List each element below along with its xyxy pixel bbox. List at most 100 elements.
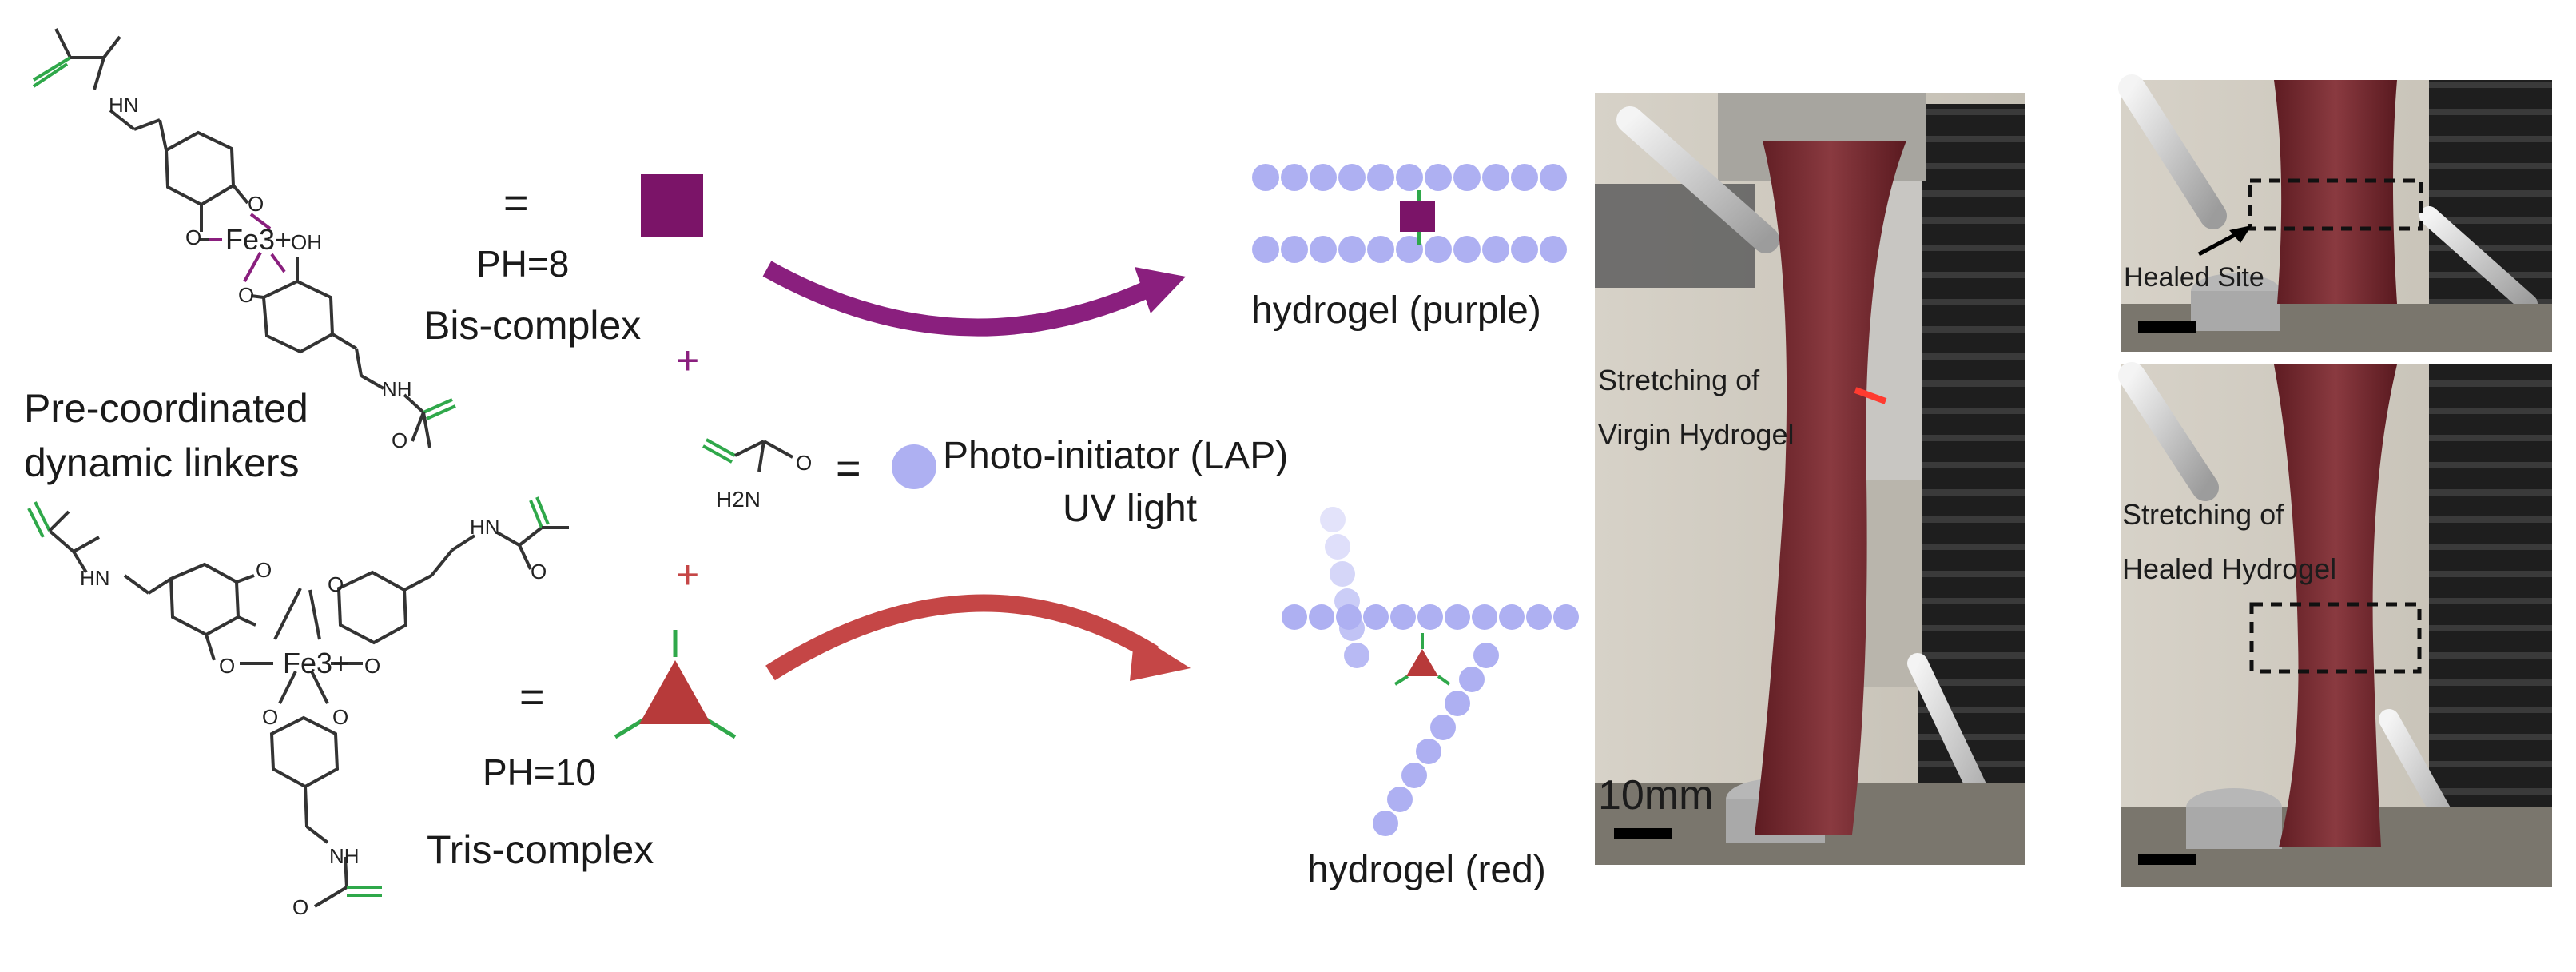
purple-hydrogel-network: [1252, 164, 1567, 263]
tris-complex-molecule: [27, 496, 569, 908]
virgin-hydrogel-photo: [1595, 93, 2025, 865]
o-label-acrylamide: O: [796, 451, 812, 475]
plus-sign-bottom: +: [676, 552, 699, 597]
scale-label: 10mm: [1598, 772, 1713, 819]
hn-label-right: HN: [470, 515, 500, 539]
hn-label-left: HN: [80, 566, 110, 590]
co-bond: [102, 35, 121, 59]
bead-chain-bottom: [1482, 236, 1509, 263]
bead-chain-diagonal: [1473, 643, 1499, 668]
o-label-t2: O: [219, 654, 235, 678]
o-label-t6: O: [332, 705, 348, 729]
bead-chain-top: [1425, 164, 1452, 191]
bead-chain-faded: [1320, 507, 1346, 532]
bead-chain-top: [1453, 164, 1481, 191]
acrylamide-molecule: [702, 438, 793, 472]
bead-chain-top: [1281, 164, 1308, 191]
healed-site-box: [2248, 178, 2423, 231]
monomer-bead: [892, 444, 936, 489]
bead-chain-horizontal: [1553, 604, 1579, 630]
bead-chain-top: [1511, 164, 1538, 191]
scale-bar-2: [2138, 321, 2196, 333]
fe-label-top: Fe3+: [225, 223, 292, 256]
bis-complex-label: Bis-complex: [423, 303, 641, 348]
healed-label-line1: Stretching of: [2122, 498, 2284, 531]
bead-chain-horizontal: [1526, 604, 1552, 630]
h2n-label: H2N: [716, 487, 761, 512]
bead-chain-horizontal: [1309, 604, 1334, 630]
catechol-ring-bottom: [261, 279, 335, 354]
bead-chain-diagonal: [1459, 667, 1485, 692]
bead-chain-horizontal: [1363, 604, 1389, 630]
tris-ring-right: [336, 570, 408, 645]
bead-chain-horizontal: [1390, 604, 1416, 630]
bead-chain-bottom: [1252, 236, 1279, 263]
bead-chain-faded: [1325, 534, 1350, 560]
healed-region-box: [2249, 602, 2422, 674]
o-label-t3: O: [328, 572, 344, 596]
bead-chain-bottom: [1281, 236, 1308, 263]
bead-chain-horizontal: [1417, 604, 1443, 630]
bead-chain-top: [1482, 164, 1509, 191]
bis-ph-label: PH=8: [476, 243, 569, 285]
bis-complex-atom-labels: HN O O Fe3+ OH O NH O: [109, 93, 412, 452]
bead-chain-horizontal: [1336, 604, 1362, 630]
healed-site-photo: [2118, 74, 2552, 352]
vinyl-bond-green: [32, 56, 72, 82]
bead-chain-diagonal: [1445, 691, 1470, 716]
tris-equals: =: [519, 673, 545, 721]
virgin-gel-strip: [1755, 141, 1906, 835]
o-label-t5: O: [262, 705, 278, 729]
red-bond-3: [1437, 675, 1451, 686]
oh-label: OH: [291, 230, 322, 254]
bead-chain-diagonal: [1387, 787, 1413, 812]
hydrogel-purple-label: hydrogel (purple): [1251, 289, 1541, 332]
o-label-2: O: [185, 225, 201, 249]
bis-equals: =: [503, 179, 529, 227]
cn-bond: [93, 57, 105, 90]
red-hydrogel-network: [1282, 507, 1579, 836]
chain-1: [109, 109, 136, 131]
bead-chain-top: [1367, 164, 1394, 191]
o-label-t7: O: [531, 560, 547, 584]
tris-ph-label: PH=10: [483, 751, 596, 793]
bead-chain-bottom: [1367, 236, 1394, 263]
catechol-ring-top: [164, 130, 236, 207]
o-label-4: O: [392, 428, 407, 452]
hydrogel-red-label: hydrogel (red): [1307, 849, 1546, 891]
bead-chain-horizontal: [1472, 604, 1497, 630]
hn-label-top: HN: [109, 93, 139, 117]
red-crosslink-triangle: [1406, 649, 1438, 676]
bead-chain-faded: [1344, 643, 1369, 668]
bead-chain-top: [1310, 164, 1337, 191]
bead-chain-bottom: [1540, 236, 1567, 263]
bead-chain-bottom: [1511, 236, 1538, 263]
o-label-t8: O: [292, 895, 308, 919]
bead-chain-diagonal: [1430, 715, 1456, 740]
methyl-bond: [54, 28, 72, 58]
chain-2: [133, 118, 161, 131]
o-label-t4: O: [364, 654, 380, 678]
precoordinated-label-line1: Pre-coordinated: [24, 386, 308, 431]
bis-complex-molecule: [32, 28, 456, 448]
bead-chain-horizontal: [1445, 604, 1470, 630]
tris-complex-triangle-symbol: [614, 630, 737, 739]
healed-hydrogel-photo: [2118, 362, 2552, 887]
bead-chain-horizontal: [1499, 604, 1525, 630]
nh-label-top: NH: [382, 377, 412, 401]
o-label-1: O: [248, 192, 264, 216]
bead-chain-top: [1252, 164, 1279, 191]
bead-chain-bottom: [1310, 236, 1337, 263]
photo-initiator-label: Photo-initiator (LAP): [943, 435, 1288, 477]
healed-label-line2: Healed Hydrogel: [2122, 552, 2336, 585]
bead-chain-horizontal: [1282, 604, 1307, 630]
bead-chain-bottom: [1396, 236, 1423, 263]
bead-chain-top: [1338, 164, 1366, 191]
red-bond-2: [1393, 675, 1409, 686]
fe-label-bottom: Fe3+: [283, 647, 349, 679]
scale-bar-1: [1614, 828, 1672, 839]
purple-crosslink-square: [1400, 201, 1435, 232]
plus-sign-top: +: [676, 338, 699, 383]
o-label-3: O: [238, 283, 254, 307]
